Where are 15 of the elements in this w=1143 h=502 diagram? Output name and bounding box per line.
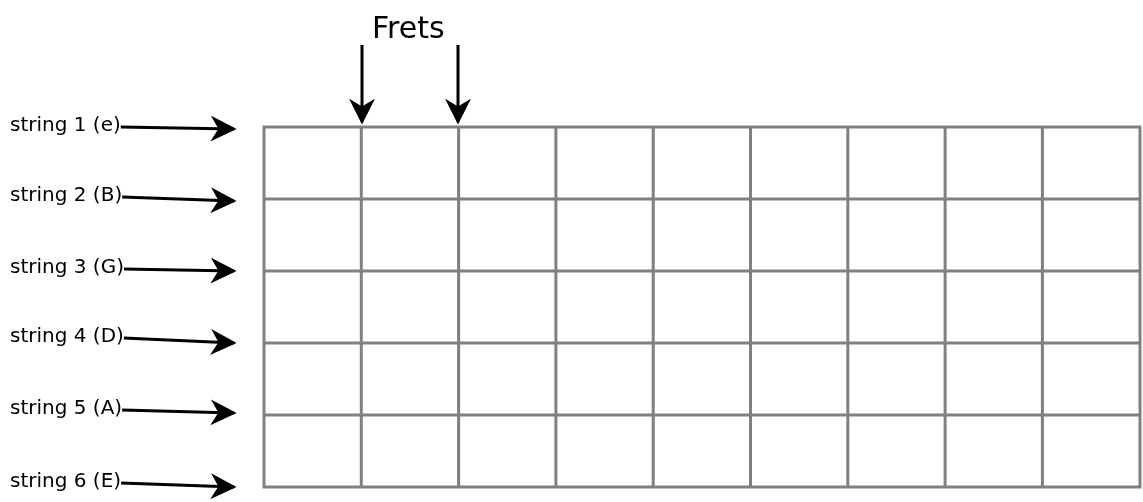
- string-label: string 4 (D): [10, 323, 124, 347]
- arrow: [122, 187, 237, 214]
- string-label: string 5 (A): [10, 395, 123, 419]
- arrow: [120, 115, 237, 142]
- frets-label: Frets: [372, 10, 445, 45]
- string-label: string 3 (G): [10, 254, 124, 278]
- arrow: [349, 45, 375, 125]
- arrow: [123, 328, 237, 355]
- arrow: [121, 473, 237, 500]
- string-label: string 1 (e): [10, 112, 121, 136]
- string-label: string 2 (B): [10, 182, 123, 206]
- arrow: [445, 45, 471, 125]
- string-label: string 6 (E): [10, 468, 122, 492]
- arrow: [122, 399, 237, 426]
- arrow: [123, 257, 237, 284]
